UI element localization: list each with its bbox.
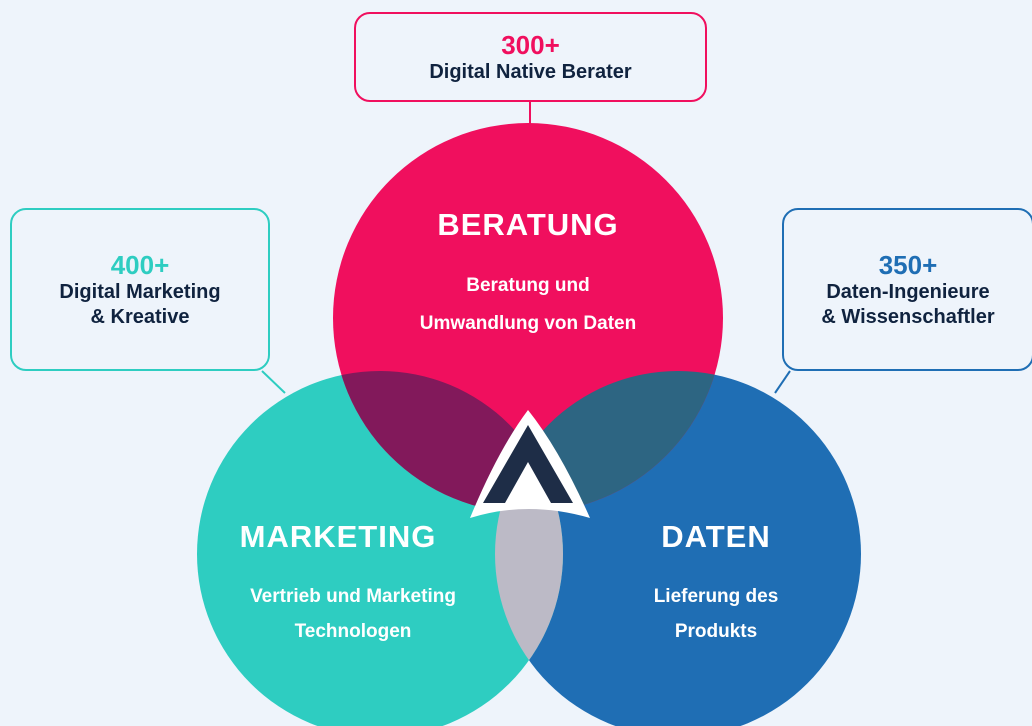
callout-description-line1: Digital Marketing [59,280,221,303]
callout-description: Digital Native Berater [429,60,632,83]
overlap-beratung-marketing [333,371,563,513]
callout-marketing-count: 400+ Digital Marketing & Kreative [10,208,270,371]
callout-beratung-count: 300+ Digital Native Berater [354,12,707,102]
chevron-up-logo-icon [483,425,573,503]
callout-description-line2: & Wissenschaftler [821,305,995,328]
callout-number: 400+ [110,249,170,280]
daten-title: DATEN [661,519,771,554]
connector-line-right [774,370,791,394]
daten-subtitle-line2: Produkts [674,621,758,642]
beratung-subtitle-line1: Beratung und [466,275,590,296]
connector-line-left [261,370,286,394]
marketing-subtitle-line1: Vertrieb und Marketing [250,586,456,607]
callout-number: 350+ [878,249,938,280]
marketing-subtitle-line2: Technologen [294,621,412,642]
daten-subtitle-line1: Lieferung des [653,586,779,607]
beratung-title: BERATUNG [437,207,619,242]
overlap-beratung-daten [495,371,723,513]
marketing-title: MARKETING [239,519,437,554]
callout-description-line2: & Kreative [90,305,190,328]
beratung-subtitle-line2: Umwandlung von Daten [419,313,637,334]
callout-number: 300+ [501,29,560,60]
callout-daten-count: 350+ Daten-Ingenieure & Wissenschaftler [782,208,1032,371]
callout-description-line1: Daten-Ingenieure [826,280,990,303]
